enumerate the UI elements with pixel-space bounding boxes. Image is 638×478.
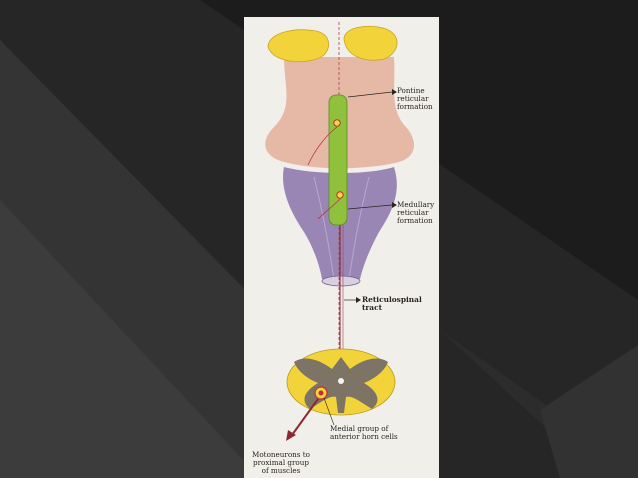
central-canal <box>338 378 344 384</box>
right-colliculus <box>343 25 398 61</box>
reticular-formation-column <box>328 94 348 226</box>
label-medial-group-anterior-horn: Medial group of anterior horn cells <box>330 424 398 441</box>
pontine-neuron <box>333 119 341 127</box>
label-pontine-reticular-formation: Pontine reticular formation <box>397 86 433 111</box>
label-motoneurons-proximal-muscles: Motoneurons to proximal group of muscles <box>252 450 310 475</box>
label-reticulospinal-tract: Reticulospinal tract <box>362 295 422 312</box>
label-medullary-reticular-formation: Medullary reticular formation <box>397 200 435 225</box>
medullary-neuron <box>336 191 344 199</box>
neuroanatomy-figure: Pontine reticular formation Medullary re… <box>244 17 439 478</box>
motoneuron-axon <box>291 398 319 436</box>
medulla-cut-end <box>321 275 361 287</box>
brainstem-diagram <box>265 22 415 441</box>
left-colliculus <box>267 29 330 63</box>
